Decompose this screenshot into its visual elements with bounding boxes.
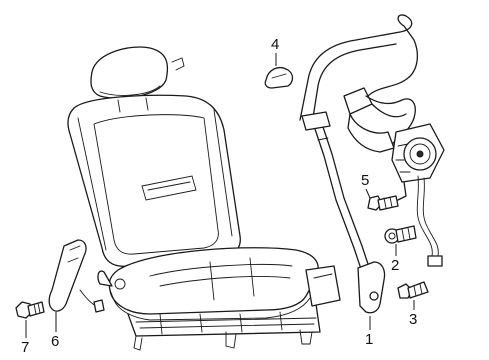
callout-label-1: 1 (365, 331, 373, 348)
callout-6: 6 (51, 312, 59, 350)
callout-label-7: 7 (21, 339, 29, 356)
seat-assembly (67, 46, 341, 351)
callout-3: 3 (409, 300, 417, 328)
belt-retractor (391, 123, 445, 267)
callout-7: 7 (21, 320, 29, 356)
seat-track (127, 303, 321, 337)
callout-1: 1 (365, 316, 373, 348)
belt-lower-strap (313, 125, 363, 273)
callout-label-2: 2 (391, 257, 399, 274)
callout-label-3: 3 (409, 311, 417, 328)
callout-label-6: 6 (51, 333, 59, 350)
callout-5: 5 (361, 172, 371, 199)
callout-label-5: 5 (361, 172, 369, 189)
belt-webbing-upper (343, 87, 373, 115)
part-5-bolt (367, 195, 399, 211)
part-4-guide-cover (264, 66, 294, 89)
belt-lower-anchor (357, 261, 386, 314)
part-2-bolt (384, 225, 417, 244)
callout-2: 2 (391, 244, 399, 274)
belt-guide-loop (299, 14, 419, 121)
seat-belt-assembly (299, 14, 445, 314)
seat-backrest (67, 94, 241, 267)
callout-label-4: 4 (271, 36, 279, 53)
part-3-bolt (397, 281, 429, 299)
seat-headrest (90, 46, 169, 99)
part-7-bolt (15, 301, 45, 319)
callout-4: 4 (271, 36, 279, 66)
part-6-buckle (48, 239, 105, 313)
